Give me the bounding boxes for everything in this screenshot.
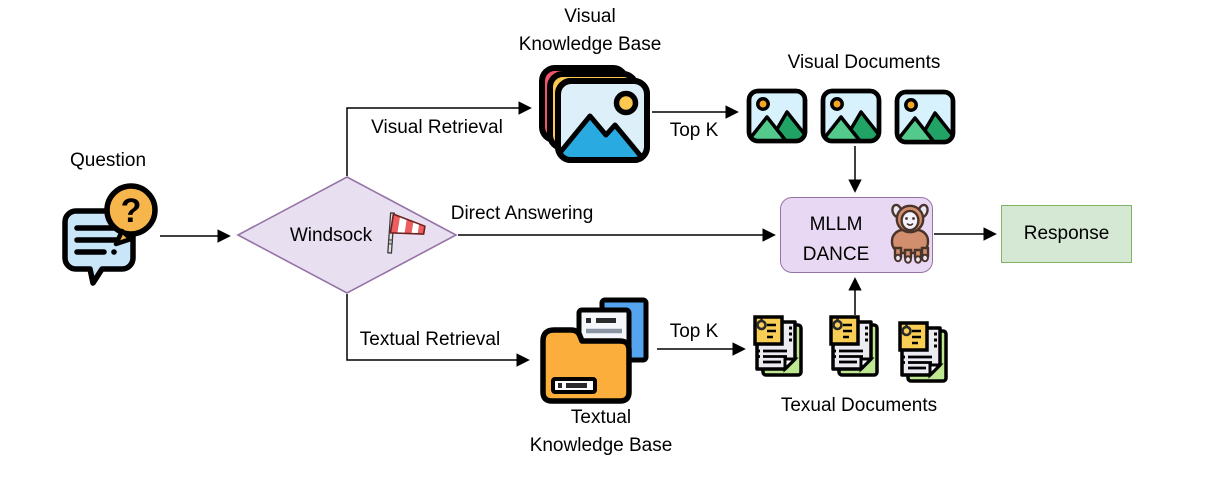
question-label: Question [69,150,147,171]
response-label: Response [1023,223,1110,244]
text-document-icon [898,321,948,383]
top-k-textual-label: Top K [669,321,719,342]
visual-knowledge-base-icon [539,65,650,163]
question-icon: ? [62,183,158,286]
windsock-diamond [236,176,458,294]
text-document-icon [753,315,803,377]
direct-answering-label: Direct Answering [450,203,594,224]
textual-kb-label: Textual Knowledge Base [529,407,673,456]
windsock-label: Windsock [289,225,373,246]
textual-knowledge-base-icon [540,297,649,404]
visual-documents-label: Visual Documents [787,52,941,73]
mllm-dance-label: MLLM DANCE [802,214,870,265]
svg-text:?: ? [121,192,142,230]
response-box: Response [1001,205,1132,263]
image-document-icon [894,89,956,145]
image-document-icon [746,88,808,144]
textual-documents-label: Texual Documents [780,395,938,416]
image-document-icon [820,88,882,144]
visual-retrieval-label: Visual Retrieval [371,117,503,138]
visual-kb-label: Visual Knowledge Base [518,6,662,55]
windsock-icon [387,212,427,254]
top-k-visual-label: Top K [669,120,719,141]
text-document-icon [829,315,879,377]
textual-retrieval-label: Textual Retrieval [359,329,501,350]
llama-icon [890,203,930,264]
